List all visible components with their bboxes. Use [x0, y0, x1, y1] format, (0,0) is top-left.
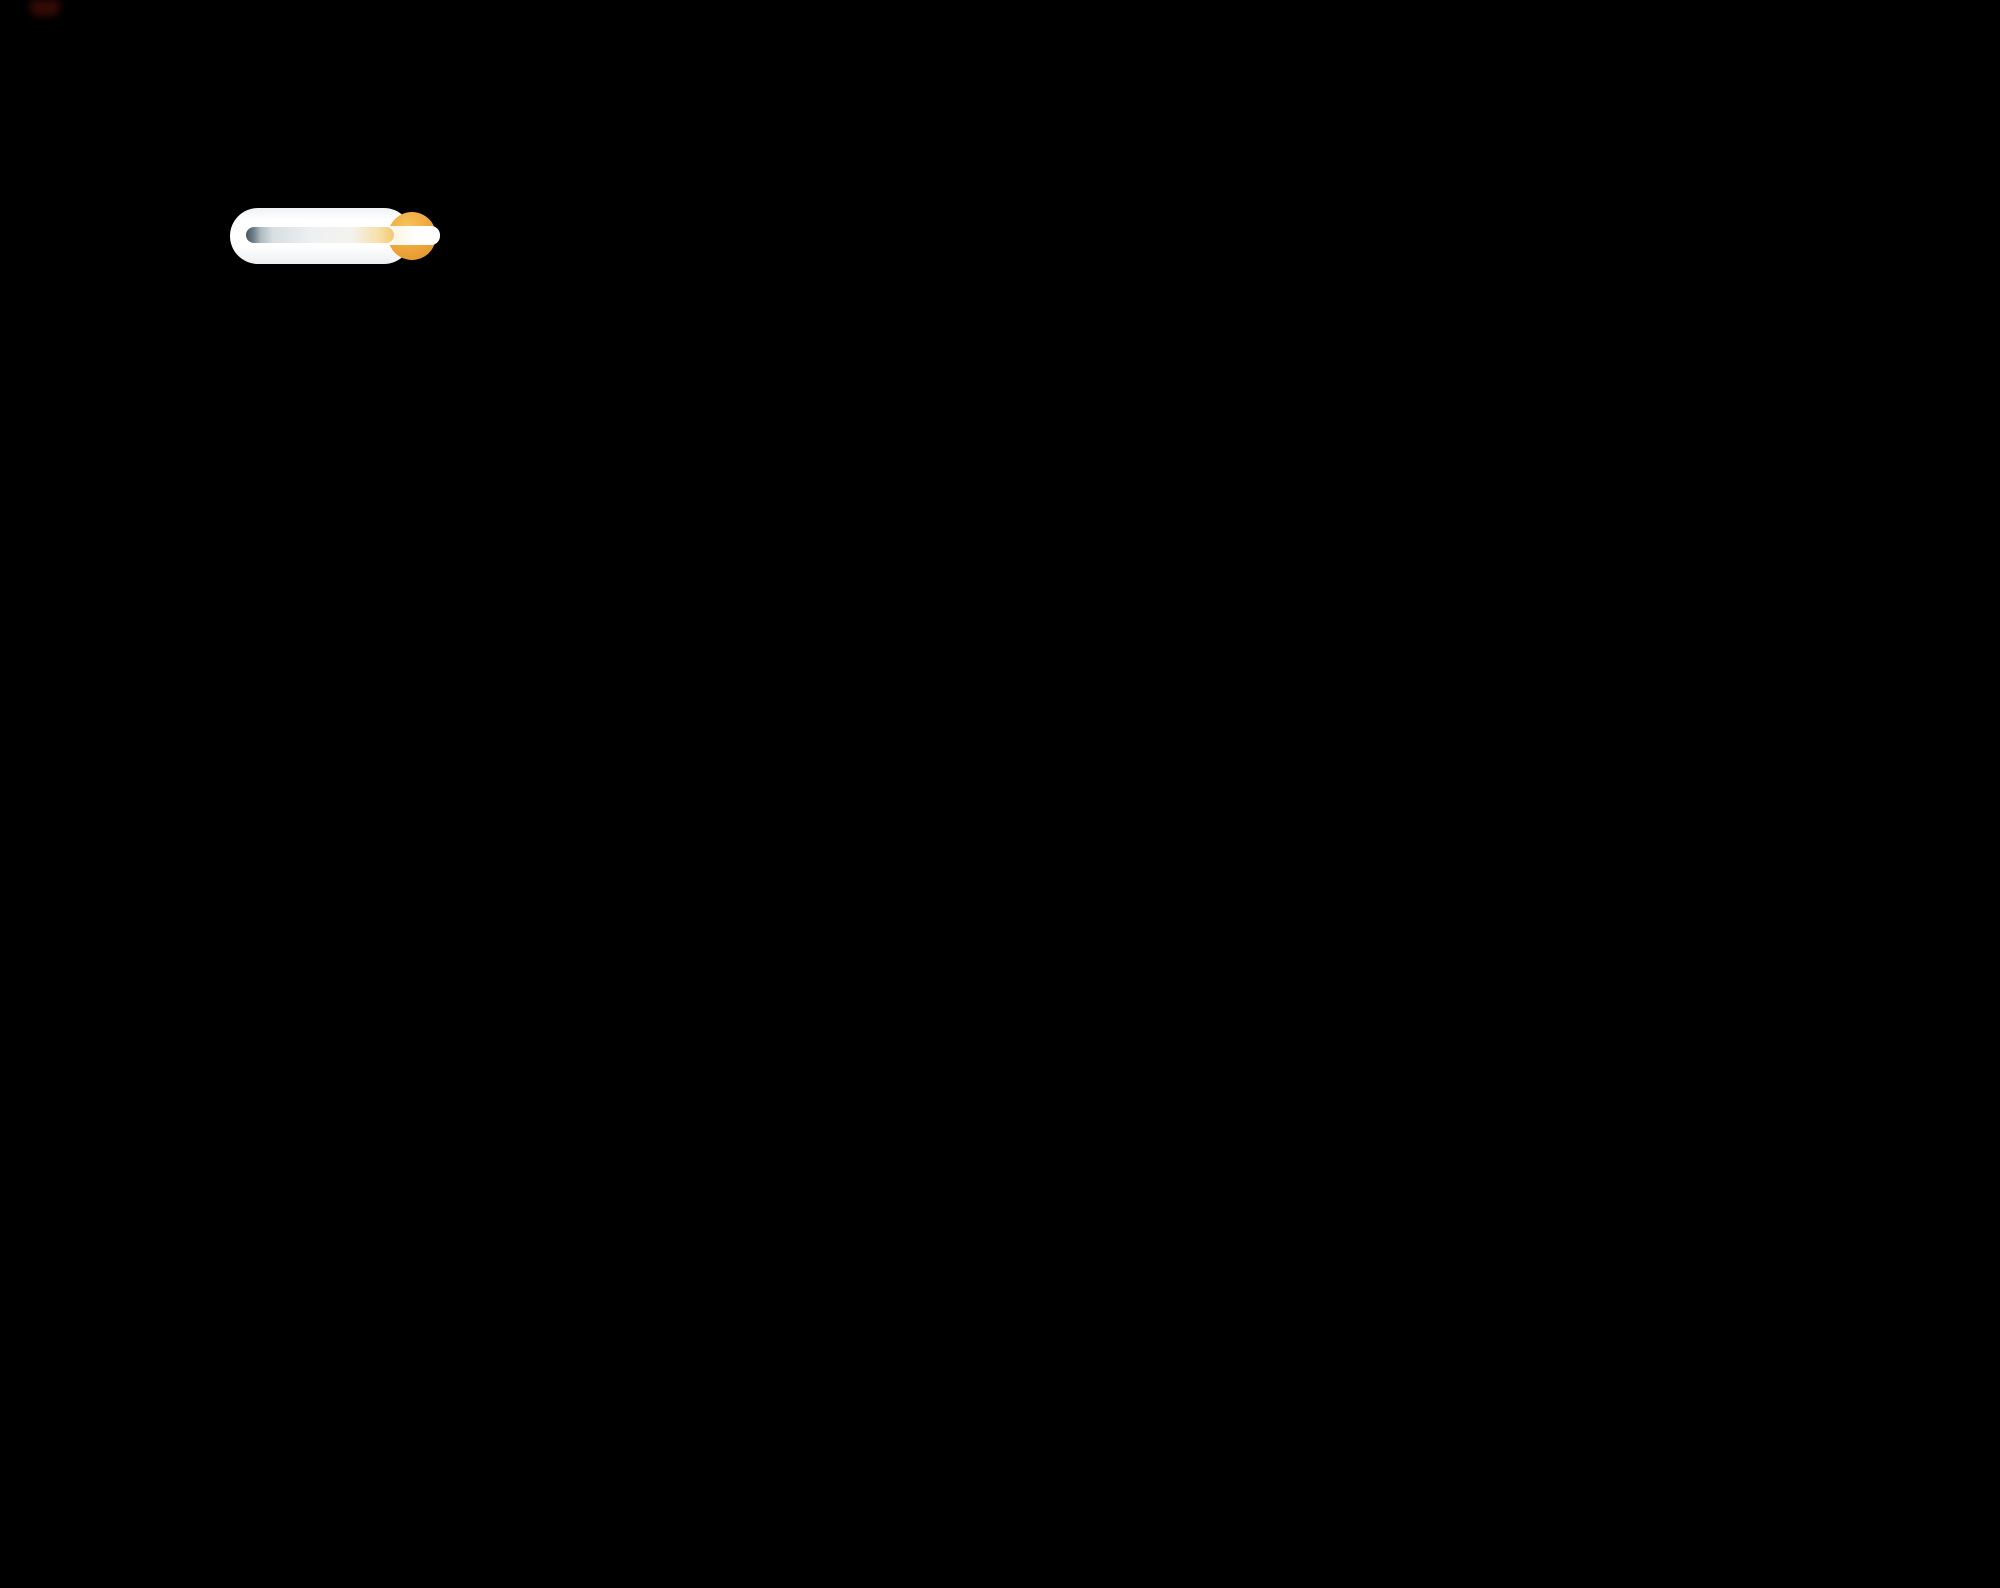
screen-artifact [30, 0, 60, 16]
knob-band-icon [382, 226, 440, 245]
pill-slot-icon [246, 227, 394, 243]
pill-toggle[interactable] [230, 205, 445, 267]
